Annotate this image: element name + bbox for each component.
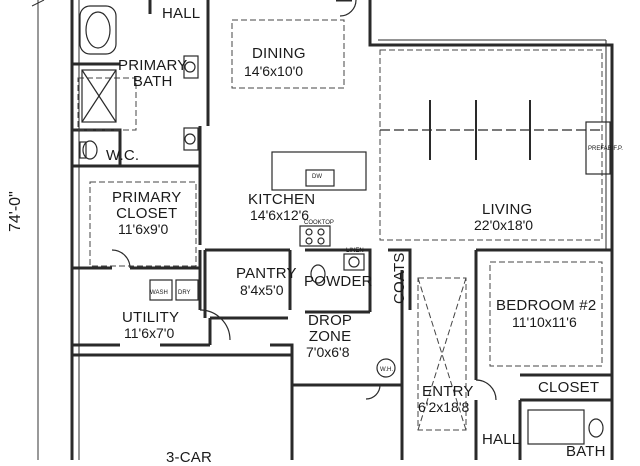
room-name-closet: CLOSET <box>538 379 600 396</box>
room-name-utility: UTILITY <box>122 309 180 326</box>
room-dim-kitchen: 14'6x12'6 <box>250 207 310 223</box>
room-dim-entry: 6'2x18'8 <box>418 399 470 415</box>
wh-tag: W.H. <box>380 367 393 373</box>
room-name-kitchen: KITCHEN <box>248 191 316 208</box>
room-name-hall-bottom: HALL <box>482 431 521 448</box>
wash-tag: WASH <box>150 290 168 296</box>
room-name-coats: COATS <box>391 252 408 304</box>
room-name-primary-bath: PRIMARY BATH <box>118 57 188 90</box>
room-name-bedroom-2: BEDROOM #2 <box>496 297 597 314</box>
room-name-entry: ENTRY <box>422 383 474 400</box>
dry-tag: DRY <box>178 290 191 296</box>
ceiling-outlines <box>77 19 603 431</box>
fixture-tags: DW COOKTOP LINEN WASH DRY W.H. PREFAB F.… <box>150 146 623 373</box>
room-dim-living: 22'0x18'0 <box>474 217 534 233</box>
room-name-primary-closet: PRIMARY CLOSET <box>112 189 182 222</box>
room-dim-drop-zone: 7'0x6'8 <box>306 344 350 360</box>
dw-tag: DW <box>312 174 322 180</box>
room-dim-pantry: 8'4x5'0 <box>240 282 284 298</box>
room-name-drop-zone: DROP ZONE <box>308 312 353 345</box>
cooktop-tag: COOKTOP <box>304 220 334 226</box>
room-dim-dining: 14'6x10'0 <box>244 63 304 79</box>
fireplace-tag: PREFAB F.P. <box>588 146 623 152</box>
room-name-wc: W.C. <box>106 147 140 164</box>
room-name-hall-top: HALL <box>162 5 201 22</box>
room-name-dining: DINING <box>252 45 306 62</box>
room-dim-bedroom-2: 11'10x11'6 <box>512 314 577 330</box>
room-name-powder: POWDER <box>304 273 373 290</box>
room-dim-utility: 11'6x7'0 <box>124 325 175 341</box>
linen-tag: LINEN <box>346 248 364 254</box>
dimension-line <box>31 0 45 460</box>
walls <box>70 0 614 460</box>
room-name-living: LIVING <box>482 201 533 218</box>
room-name-garage: 3-CAR <box>166 449 213 466</box>
room-name-bath: BATH <box>566 443 606 460</box>
overall-dimension: 74'-0" <box>7 191 24 232</box>
room-dim-primary-closet: 11'6x9'0 <box>118 221 169 237</box>
room-name-pantry: PANTRY <box>236 265 297 282</box>
fixtures <box>79 0 611 445</box>
